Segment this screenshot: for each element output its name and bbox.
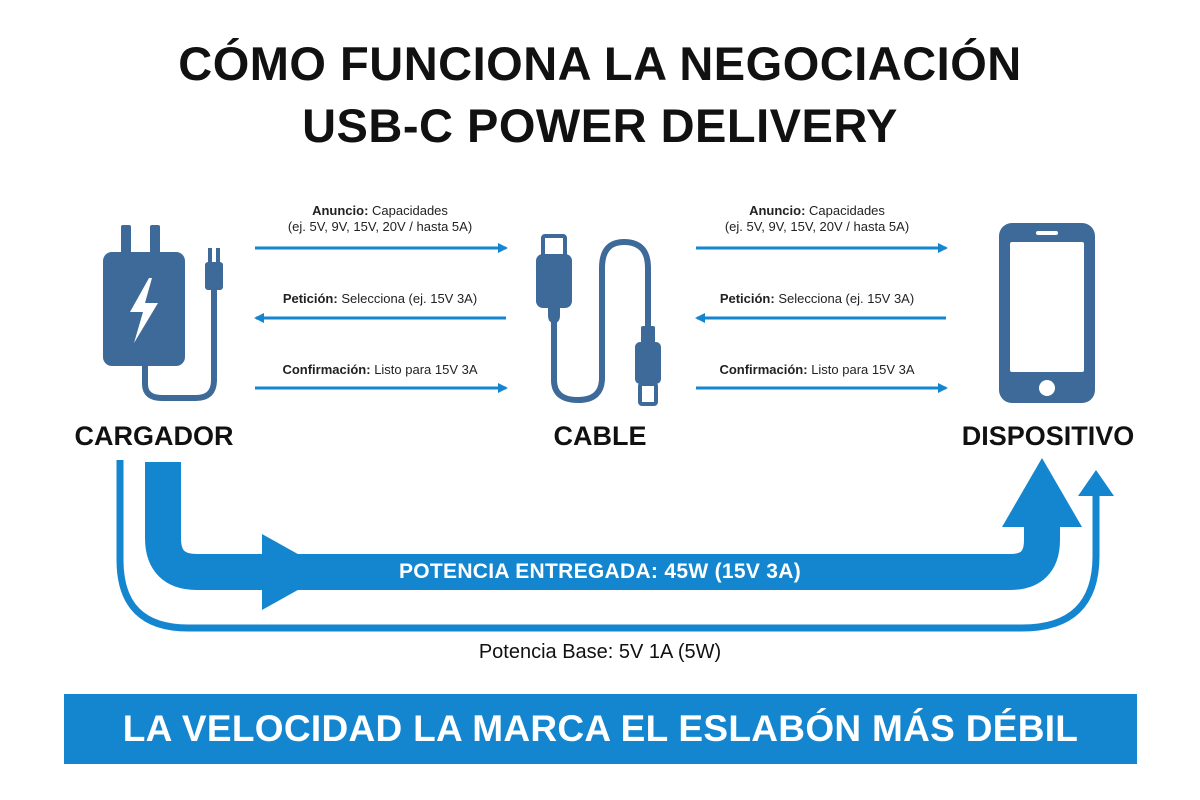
banner-text: LA VELOCIDAD LA MARCA EL ESLABÓN MÁS DÉB… — [122, 708, 1079, 749]
delivered-power-label: POTENCIA ENTREGADA: 45W (15V 3A) — [398, 560, 802, 583]
lightning-bolt-icon — [130, 278, 158, 343]
msg-request-left: Petición: Selecciona (ej. 15V 3A) — [282, 291, 478, 306]
delivered-power-band — [145, 462, 1060, 590]
delivered-power-arrowhead-end — [1002, 458, 1082, 527]
msg-announce-left: Anuncio: Capacidades (ej. 5V, 9V, 15V, 2… — [287, 203, 473, 234]
msg-request-right: Petición: Selecciona (ej. 15V 3A) — [719, 291, 915, 306]
charger-icon — [103, 225, 223, 401]
msg-confirm-left: Confirmación: Listo para 15V 3A — [282, 362, 478, 377]
label-device: DISPOSITIVO — [961, 421, 1135, 451]
label-cable: CABLE — [553, 421, 647, 451]
msg-announce-right: Anuncio: Capacidades (ej. 5V, 9V, 15V, 2… — [724, 203, 910, 234]
base-power-arrowhead — [1078, 470, 1114, 496]
title-line-2: USB-C POWER DELIVERY — [302, 99, 898, 152]
weakest-link-banner: LA VELOCIDAD LA MARCA EL ESLABÓN MÁS DÉB… — [64, 694, 1137, 764]
base-power-flow — [116, 460, 1100, 632]
label-charger: CARGADOR — [74, 421, 234, 451]
base-power-label: Potencia Base: 5V 1A (5W) — [478, 641, 722, 663]
title-line-1: CÓMO FUNCIONA LA NEGOCIACIÓN — [178, 37, 1022, 90]
smartphone-icon — [999, 223, 1095, 403]
plug-icon — [205, 248, 223, 290]
delivered-power-arrowhead-mid — [262, 534, 330, 610]
msg-confirm-right: Confirmación: Listo para 15V 3A — [719, 362, 915, 377]
usb-cable-icon — [536, 234, 661, 406]
